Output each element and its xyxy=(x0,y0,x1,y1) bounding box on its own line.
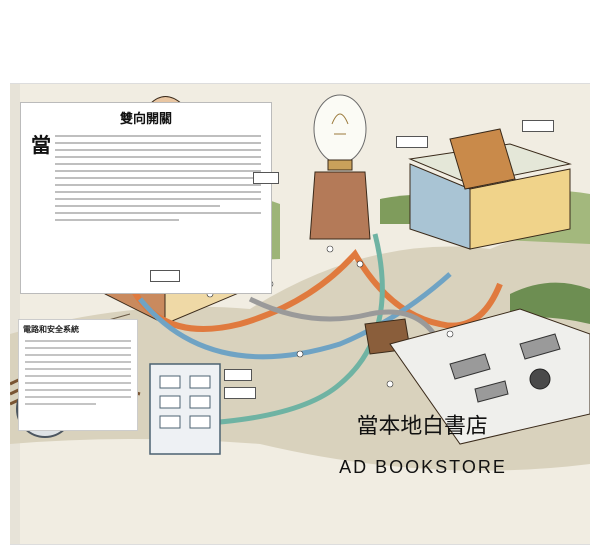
book-spread: 雙向開關 當 電路和安全系統 xyxy=(10,83,590,545)
side-note-title: 電路和安全系統 xyxy=(23,325,79,334)
bookstore-logo: 當本地白書店 xyxy=(357,414,488,439)
panel-title: 雙向開關 xyxy=(119,112,172,127)
info-panel: 雙向開關 當 xyxy=(20,102,272,294)
label-tag xyxy=(253,172,279,184)
right-room-wall-yellow xyxy=(469,168,571,250)
bulb-filament xyxy=(331,113,349,135)
worker-figure xyxy=(296,350,304,358)
cable-blue xyxy=(138,272,452,360)
light-bulb xyxy=(313,94,367,164)
drop-cap: 當 xyxy=(31,133,51,157)
worker-figure xyxy=(386,380,394,388)
outlet-slot-3 xyxy=(474,380,509,403)
outlet-slot-1 xyxy=(449,353,491,380)
label-tag xyxy=(150,270,180,282)
panel-body-text xyxy=(55,131,261,226)
bookstore-name: AD BOOKSTORE xyxy=(339,457,507,477)
outlet-slot-2 xyxy=(519,333,561,360)
switch-lever-right xyxy=(449,128,516,190)
bookstore-logo-text: 當本地白書店 xyxy=(357,414,488,439)
cable-teal xyxy=(189,233,385,427)
side-note: 電路和安全系統 xyxy=(18,319,138,431)
label-tag xyxy=(522,120,554,132)
fuse-4 xyxy=(189,395,211,409)
worker-figure xyxy=(326,245,334,253)
cable-grey xyxy=(248,296,443,346)
worker-figure xyxy=(446,330,454,338)
outlet-round-socket xyxy=(529,368,551,390)
bulb-base xyxy=(327,159,353,171)
label-tag xyxy=(396,136,428,148)
label-tag xyxy=(224,387,256,399)
label-tag xyxy=(224,369,252,381)
page-edge xyxy=(10,84,20,544)
cable-orange xyxy=(127,248,503,332)
fuse-1 xyxy=(159,375,181,389)
fuse-5 xyxy=(159,415,181,429)
worker-figure xyxy=(356,260,364,268)
fuse-2 xyxy=(189,375,211,389)
fuse-3 xyxy=(159,395,181,409)
brick-tower xyxy=(309,171,371,240)
fuse-6 xyxy=(189,415,211,429)
